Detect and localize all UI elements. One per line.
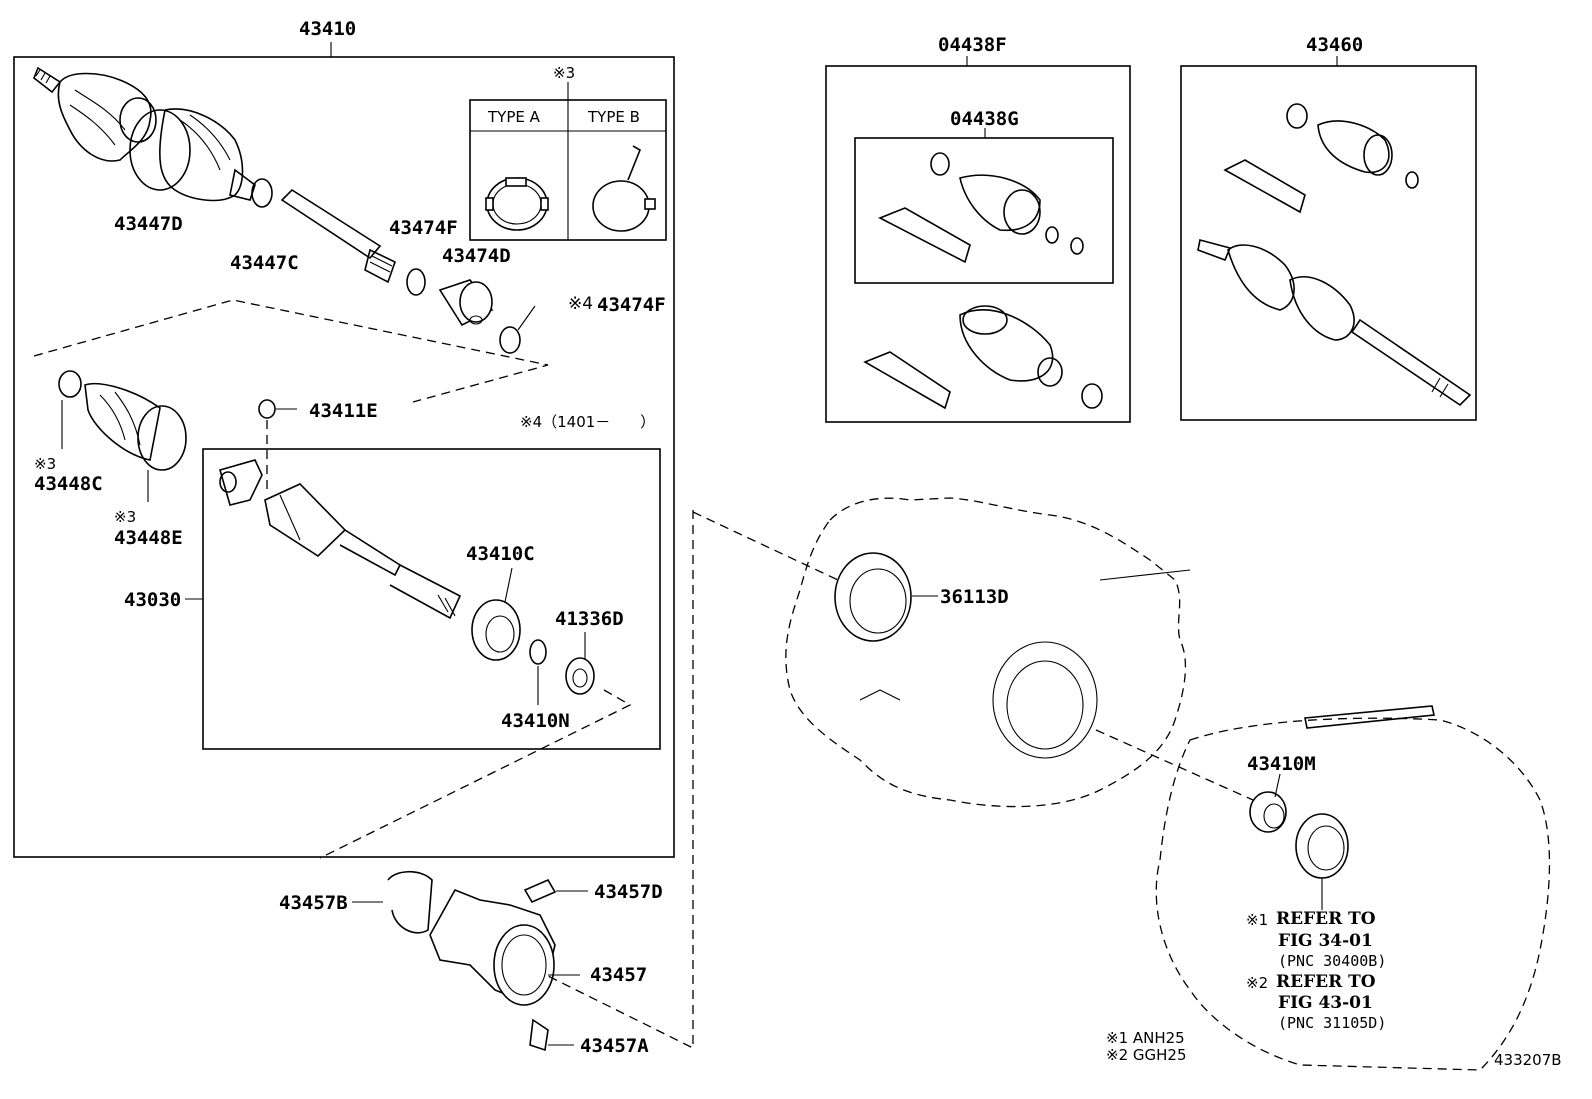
mark-3-top: ※3	[553, 64, 576, 82]
refer-1-line3: (PNC 30400B)	[1278, 952, 1387, 970]
refer-1-line2: FIG 34-01	[1278, 931, 1373, 951]
lower-case-drawing	[1155, 717, 1551, 1071]
label-43448C: 43448C	[34, 473, 103, 495]
label-43410C: 43410C	[466, 543, 535, 565]
label-43411E: 43411E	[309, 400, 378, 422]
box-43460	[1180, 65, 1477, 421]
label-43447C: 43447C	[230, 252, 299, 274]
label-43457A: 43457A	[580, 1035, 649, 1057]
outer-joint-shaft-drawing	[33, 66, 396, 284]
label-43474F-b: 43474F	[597, 294, 666, 316]
type-b-label: TYPE B	[588, 108, 640, 126]
transaxle-case-drawing	[785, 497, 1187, 808]
mark-4: ※4	[568, 294, 594, 314]
label-43457: 43457	[590, 964, 648, 986]
bearing-43410C-drawing	[471, 599, 521, 661]
label-04438G: 04438G	[950, 108, 1019, 130]
label-43410N: 43410N	[501, 710, 570, 732]
figure-id: 433207B	[1494, 1051, 1562, 1069]
seal-36113D-drawing	[834, 552, 912, 642]
refer-2-mark: ※2	[1246, 974, 1269, 992]
mark-4-range: ※4（1401－ ）	[520, 413, 656, 431]
boot-kit-04438G-drawing	[878, 152, 1084, 264]
shaft-43460-drawing	[1197, 103, 1472, 407]
legend-ggh25: ※2 GGH25	[1106, 1046, 1187, 1064]
label-43447D: 43447D	[114, 213, 183, 235]
label-36113D: 36113D	[940, 586, 1009, 608]
refer-1-mark: ※1	[1246, 911, 1269, 929]
box-04438G	[854, 137, 1114, 284]
ring-43474F-drawing	[406, 268, 426, 296]
damper-43474D-drawing	[438, 279, 494, 327]
label-43410M: 43410M	[1247, 753, 1316, 775]
refer-1-line1: REFER TO	[1276, 909, 1376, 929]
inner-shaft-drawing	[219, 459, 462, 620]
ring-43474F-b-drawing	[499, 326, 521, 354]
refer-2-line1: REFER TO	[1276, 972, 1376, 992]
seal-41336D-drawing	[565, 657, 595, 695]
label-43457D: 43457D	[594, 881, 663, 903]
refer-2-line3: (PNC 31105D)	[1278, 1014, 1387, 1032]
seal-43410M-drawing	[1249, 791, 1349, 879]
label-43448E: 43448E	[114, 527, 183, 549]
label-43457B: 43457B	[279, 892, 348, 914]
inner-boot-drawing	[58, 370, 187, 471]
label-41336D: 41336D	[555, 608, 624, 630]
legend-anh25: ※1 ANH25	[1106, 1029, 1185, 1047]
clamp-type-a-drawing	[485, 177, 549, 231]
box-43410	[13, 56, 675, 858]
label-43030: 43030	[124, 589, 182, 611]
box-04438F	[825, 65, 1131, 423]
mark-3-a: ※3	[34, 455, 57, 473]
label-04438F: 04438F	[938, 34, 1007, 56]
bracket-43457-drawing	[387, 870, 556, 1006]
snapring-43410N-drawing	[529, 639, 547, 665]
refer-2-line2: FIG 43-01	[1278, 993, 1373, 1013]
boot-kit-04438F-drawing	[863, 305, 1103, 410]
label-43474D: 43474D	[442, 245, 511, 267]
type-a-label: TYPE A	[488, 108, 540, 126]
label-43474F: 43474F	[389, 217, 458, 239]
box-43030	[202, 448, 661, 750]
clamp-type-b-drawing	[592, 145, 656, 232]
label-43460: 43460	[1306, 34, 1364, 56]
mark-3-b: ※3	[114, 508, 137, 526]
label-43410: 43410	[299, 18, 357, 40]
